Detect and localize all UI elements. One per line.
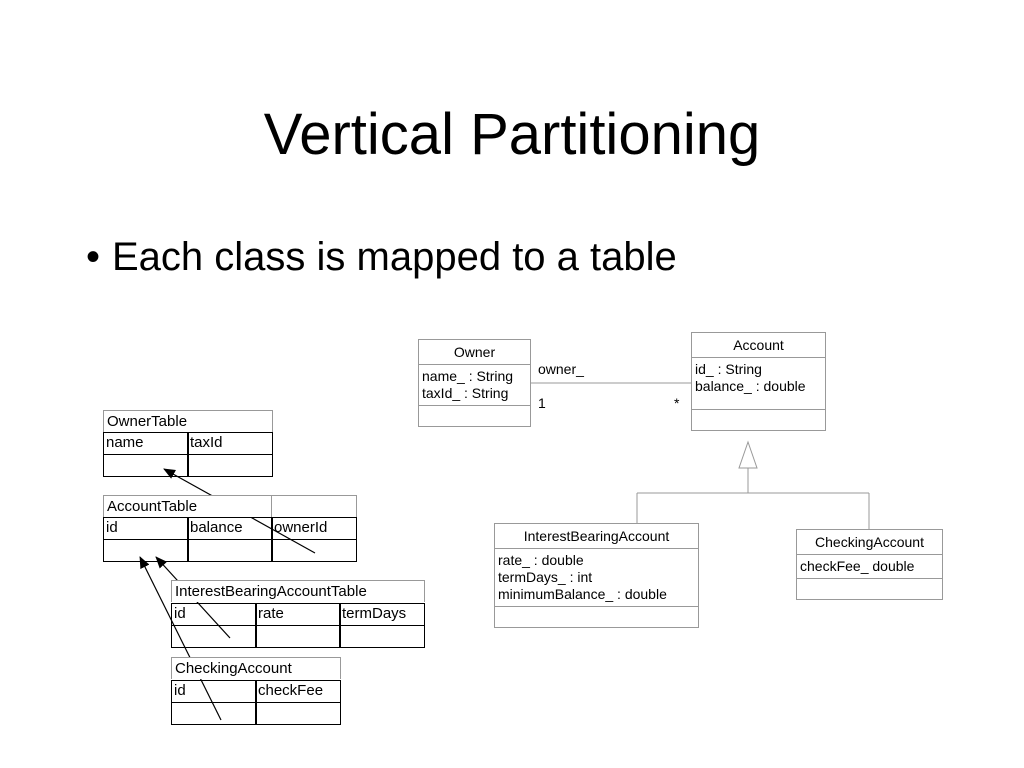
attribute: name_ : String bbox=[422, 368, 514, 384]
class-name: Owner bbox=[419, 340, 530, 365]
class-attributes: checkFee_ double bbox=[797, 555, 942, 579]
uml-class-account: Account id_ : String balance_ : double bbox=[691, 332, 826, 431]
attribute: termDays_ : int bbox=[498, 569, 593, 585]
account-table-cell bbox=[187, 539, 273, 562]
class-name: CheckingAccount bbox=[797, 530, 942, 555]
multiplicity-owner: 1 bbox=[538, 395, 546, 411]
class-operations bbox=[797, 579, 942, 599]
attribute: id_ : String bbox=[695, 361, 762, 377]
attribute: balance_ : double bbox=[695, 378, 806, 394]
checking-table-cell bbox=[255, 702, 341, 725]
slide-title: Vertical Partitioning bbox=[263, 102, 761, 167]
interest-table-col-termdays: termDays bbox=[339, 603, 425, 626]
checking-table-cell bbox=[171, 702, 257, 725]
association-role-label: owner_ bbox=[538, 361, 584, 377]
account-table-title-cell bbox=[271, 495, 357, 517]
inheritance-triangle bbox=[738, 440, 758, 469]
account-table-col-balance: balance bbox=[187, 517, 273, 540]
interest-table-cell bbox=[339, 625, 425, 648]
account-table-cell bbox=[103, 539, 189, 562]
owner-table-title: OwnerTable bbox=[103, 410, 273, 432]
attribute: checkFee_ double bbox=[800, 558, 915, 574]
class-attributes: rate_ : double termDays_ : int minimumBa… bbox=[495, 549, 698, 607]
owner-table-col-taxid: taxId bbox=[187, 432, 273, 455]
attribute: taxId_ : String bbox=[422, 385, 509, 401]
uml-class-checking-account: CheckingAccount checkFee_ double bbox=[796, 529, 943, 600]
class-attributes: id_ : String balance_ : double bbox=[692, 358, 825, 410]
class-name: InterestBearingAccount bbox=[495, 524, 698, 549]
account-table-col-id: id bbox=[103, 517, 189, 540]
bullet-marker: • bbox=[86, 235, 101, 279]
checking-table-col-checkfee: checkFee bbox=[255, 680, 341, 703]
checking-table-title: CheckingAccount bbox=[171, 657, 341, 679]
bullet-item: •Each class is mapped to a table bbox=[86, 232, 677, 282]
class-operations bbox=[419, 406, 530, 426]
interest-table-col-id: id bbox=[171, 603, 257, 626]
fk-arrow-checking-id bbox=[139, 556, 222, 721]
bullet-text: Each class is mapped to a table bbox=[112, 235, 677, 279]
checking-table-col-id: id bbox=[171, 680, 257, 703]
interest-table-cell bbox=[255, 625, 341, 648]
interest-table-cell bbox=[171, 625, 257, 648]
class-attributes: name_ : String taxId_ : String bbox=[419, 365, 530, 406]
class-operations bbox=[692, 410, 825, 430]
interest-table-title: InterestBearingAccountTable bbox=[171, 580, 425, 602]
attribute: rate_ : double bbox=[498, 552, 584, 568]
uml-class-owner: Owner name_ : String taxId_ : String bbox=[418, 339, 531, 427]
account-table-col-ownerid: ownerId bbox=[271, 517, 357, 540]
class-operations bbox=[495, 607, 698, 627]
interest-table-col-rate: rate bbox=[255, 603, 341, 626]
account-table-cell bbox=[271, 539, 357, 562]
multiplicity-account: * bbox=[674, 395, 680, 411]
account-table-title: AccountTable bbox=[103, 495, 273, 517]
owner-table-cell bbox=[103, 454, 189, 477]
uml-class-interest-bearing-account: InterestBearingAccount rate_ : double te… bbox=[494, 523, 699, 628]
class-name: Account bbox=[692, 333, 825, 358]
owner-table-cell bbox=[187, 454, 273, 477]
attribute: minimumBalance_ : double bbox=[498, 586, 667, 602]
owner-table-col-name: name bbox=[103, 432, 189, 455]
